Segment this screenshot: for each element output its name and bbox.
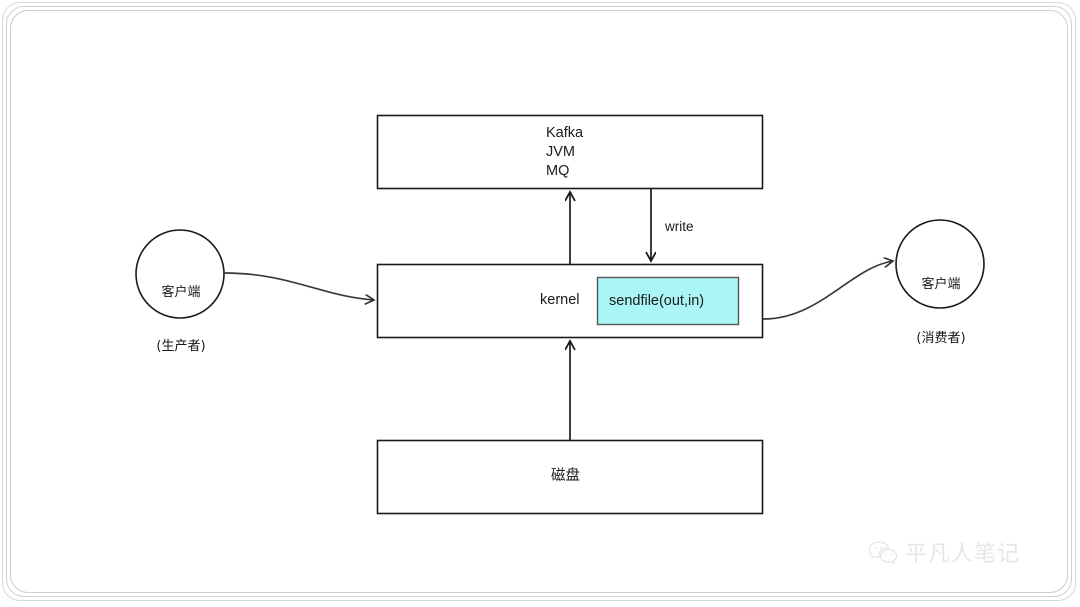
kernel-box-label: kernel [540, 292, 580, 308]
edge-producer-to-kernel [223, 272, 374, 300]
kafka-box-label: Kafka JVM MQ [546, 125, 584, 180]
watermark-text: 平凡人笔记 [905, 542, 1021, 567]
consumer-circle-label: 客户端 (消费者) [895, 240, 987, 384]
write-edge-label: write [665, 219, 694, 234]
producer-circle [135, 229, 225, 319]
sendfile-box [596, 276, 740, 326]
wechat-icon [868, 541, 898, 564]
disk-box-label: 磁盘 [551, 468, 580, 484]
consumer-label-line1: 客户端 [921, 276, 961, 292]
watermark: 平凡人笔记 [868, 536, 1020, 568]
producer-circle-label: 客户端 (生产者) [135, 248, 227, 392]
consumer-label-line2: (消费者) [916, 330, 966, 346]
consumer-circle [895, 219, 985, 309]
edge-kernel-to-consumer [762, 261, 893, 320]
producer-label-line2: (生产者) [156, 338, 206, 354]
kafka-box [376, 114, 764, 190]
producer-label-line1: 客户端 [161, 284, 201, 300]
sendfile-box-label: sendfile(out,in) [609, 293, 705, 309]
disk-box [376, 439, 764, 515]
